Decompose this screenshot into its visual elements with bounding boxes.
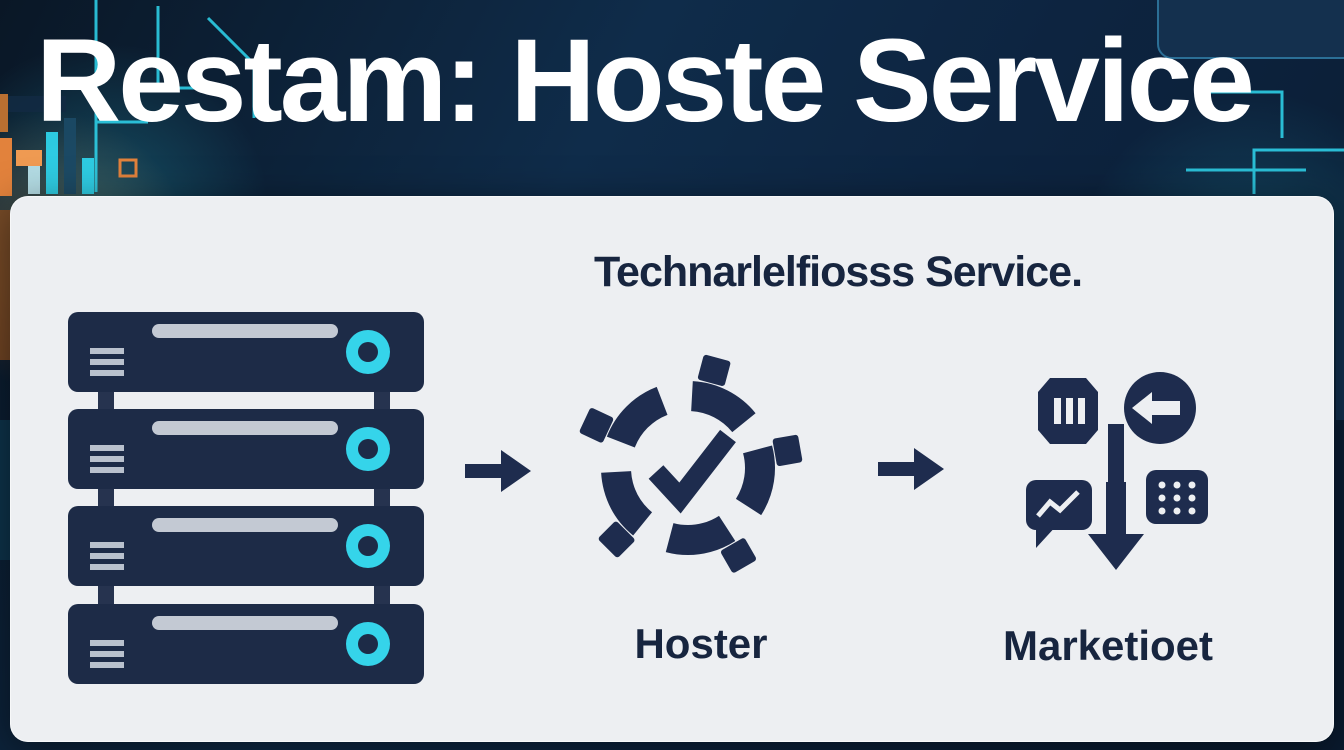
checkmark [648,429,736,514]
edge-strip-right [1336,240,1344,420]
market-modules-icon [1026,372,1208,570]
server-stack-icon [68,312,424,684]
gear-teeth [579,354,803,573]
corner-card-shape [1157,0,1344,59]
edge-strip-left-cyan [0,420,10,560]
server-unit [68,312,424,392]
connector-bar [1108,424,1124,494]
flow-arrow-icon [465,450,531,492]
chart-bubble-icon [1026,480,1092,548]
diagram-panel: Technarlelfiosss Service. [10,196,1334,742]
data-grid-icon [1146,470,1208,524]
mini-bar-chart-decoration [8,96,94,194]
return-arrow-icon [1124,372,1196,444]
down-arrow-icon [1088,482,1144,570]
gear-center [636,416,740,520]
edge-strip-left-orange [0,210,10,360]
server-unit [68,506,424,586]
server-unit [68,409,424,489]
step-label-hoster: Hoster [634,620,768,667]
server-rail-left [98,312,114,684]
server-rail-right [374,312,390,684]
circuit-lines [94,0,1344,194]
step-label-market: Marketioet [1002,622,1214,669]
diagram-subtitle: Technarlelfiosss Service. [593,248,1083,296]
orange-accent-blocks [0,94,138,196]
container-box-icon [1038,378,1098,444]
flow-arrow-icon [878,448,944,490]
gear-check-icon [579,354,803,573]
page-title: Restam: Hoste Service [36,15,1255,147]
server-unit [68,604,424,684]
